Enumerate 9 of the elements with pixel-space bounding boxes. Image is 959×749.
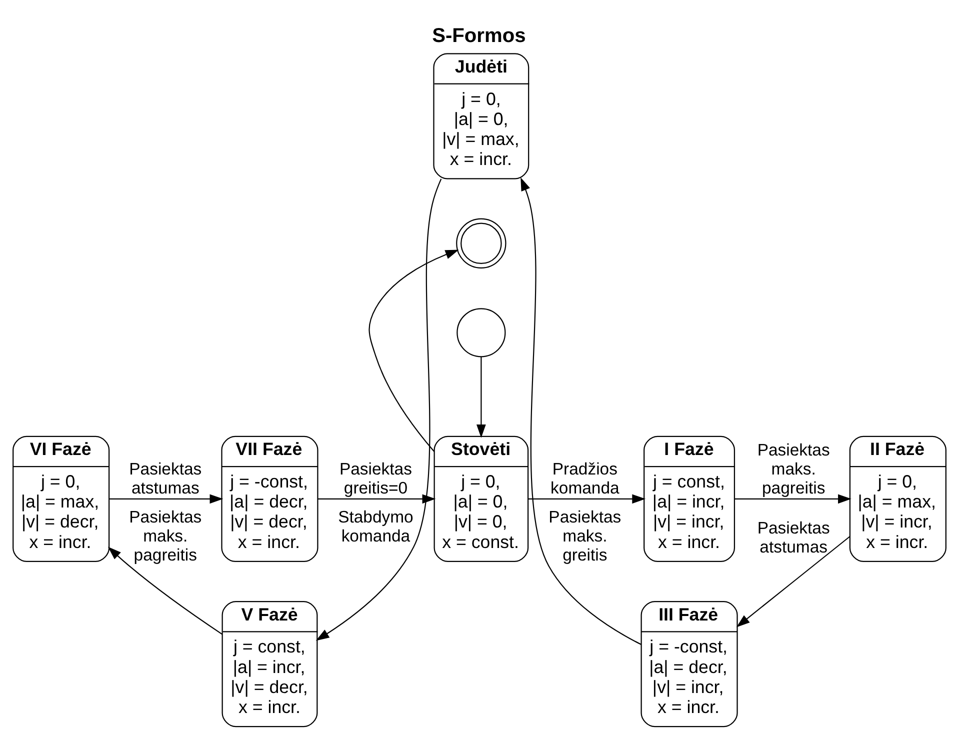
edge-label: Pasiektas maks. pagreitis [129, 507, 202, 564]
edge-label: Pasiektas atstumas [757, 518, 830, 556]
edge-label: Stabdymo komanda [338, 507, 414, 546]
edge-label: Pasiektas greitis=0 [339, 459, 412, 498]
edge-label: Pasiektas atstumas [129, 459, 202, 498]
diagram-title: S-Formos [432, 24, 526, 47]
edge-label: Pasiektas maks. greitis [548, 507, 622, 564]
edge-label: Pasiektas maks. pagreitis [757, 440, 830, 498]
edge-label: Pradžios komanda [550, 459, 620, 498]
